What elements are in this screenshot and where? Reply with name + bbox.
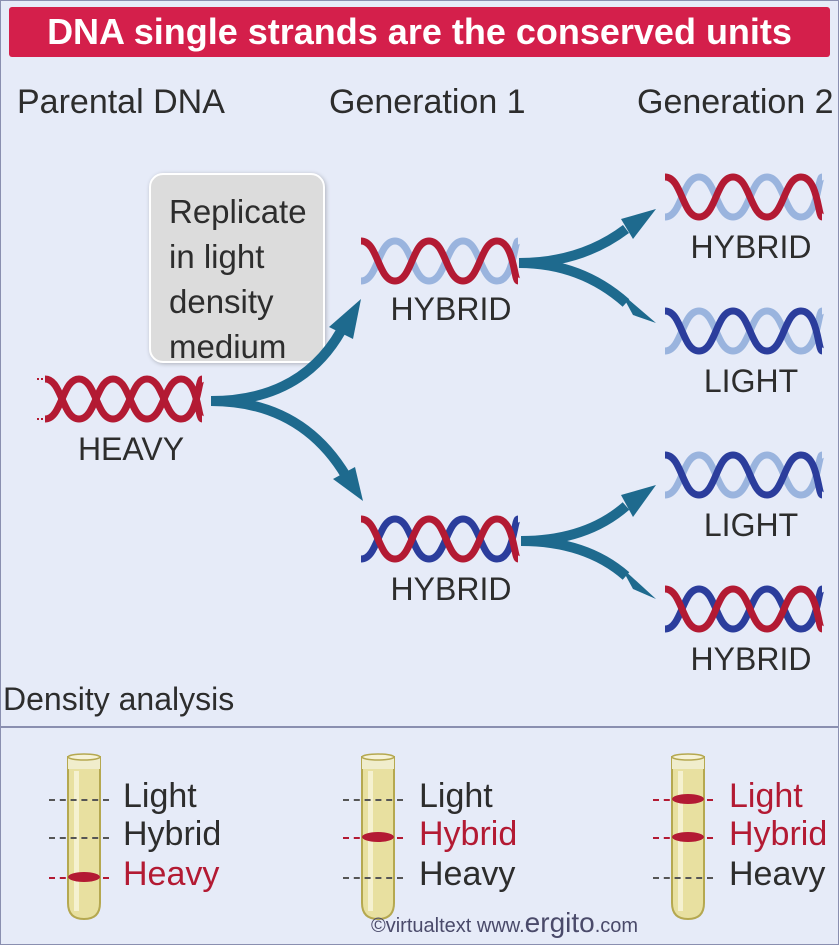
tube3-label-heavy: Heavy <box>729 855 826 893</box>
tube1-light-line <box>49 799 109 801</box>
arrowhead-gen2-2 <box>621 293 656 323</box>
helix-gen1-top <box>360 237 522 285</box>
tube2-hybrid-band <box>362 832 394 842</box>
tube2-label-hybrid: Hybrid <box>419 815 518 853</box>
tube1-label-hybrid: Hybrid <box>123 815 222 853</box>
tube3-hybrid-band <box>672 832 704 842</box>
tube2-label-heavy: Heavy <box>419 855 516 893</box>
callout-line-4: medium <box>169 328 287 365</box>
section-divider <box>1 726 838 728</box>
tube3-label-light: Light <box>729 777 803 815</box>
arrow-to-gen2-2 <box>518 258 630 307</box>
footer-brand: ergito <box>524 907 595 938</box>
tube3-label-hybrid: Hybrid <box>729 815 828 853</box>
callout-line-3: density <box>169 283 274 320</box>
replication-arrows <box>210 209 656 599</box>
footer-prefix: ©virtualtext www. <box>371 915 525 937</box>
helix-gen2-3 <box>664 451 826 499</box>
generation-1-header: Generation 1 <box>329 83 526 121</box>
tube1-label-heavy: Heavy <box>123 855 220 893</box>
tube1-heavy-band <box>68 872 100 882</box>
molecule-label-parental: HEAVY <box>77 431 185 467</box>
arrowhead-gen2-3 <box>621 485 656 517</box>
copyright-footer: ©virtualtext www.ergito.com <box>371 907 638 939</box>
callout-line-1: Replicate <box>169 193 307 230</box>
helix-gen2-1 <box>664 173 826 221</box>
arrowhead-gen2-1 <box>621 209 656 239</box>
arrowhead-gen1-bottom <box>333 467 363 501</box>
footer-suffix: .com <box>594 915 639 937</box>
molecule-label-gen1-top: HYBRID <box>390 291 512 327</box>
helix-gen2-4 <box>664 585 826 633</box>
arrowhead-gen2-4 <box>621 567 656 599</box>
helix-gen2-2 <box>664 307 826 355</box>
molecule-label-gen1-bottom: HYBRID <box>390 571 512 607</box>
helix-parental <box>37 375 206 423</box>
helix-gen1-bottom <box>360 515 522 563</box>
molecule-label-gen2-1: HYBRID <box>690 229 812 265</box>
tube2-light-line <box>343 799 403 801</box>
generation-2-header: Generation 2 <box>637 83 834 121</box>
tube3-heavy-line <box>653 877 713 879</box>
molecule-label-gen2-2: LIGHT <box>703 363 799 399</box>
tube3-light-band <box>672 794 704 804</box>
tube2-label-light: Light <box>419 777 493 815</box>
title-text: DNA single strands are the conserved uni… <box>47 11 792 52</box>
molecule-label-gen2-3: LIGHT <box>703 507 799 543</box>
molecule-label-gen2-4: HYBRID <box>690 641 812 677</box>
arrow-to-gen2-4 <box>520 536 630 580</box>
arrow-to-gen1-bottom <box>210 396 351 479</box>
arrow-to-gen1-top <box>210 328 346 406</box>
title-banner: DNA single strands are the conserved uni… <box>9 7 830 57</box>
callout-line-2: in light <box>169 238 265 275</box>
tube1-label-light: Light <box>123 777 197 815</box>
arrow-to-gen2-1 <box>518 224 630 268</box>
tube1-hybrid-line <box>49 837 109 839</box>
tube2-heavy-line <box>343 877 403 879</box>
arrow-to-gen2-3 <box>520 502 630 546</box>
replication-callout: Replicate in light density medium <box>149 173 325 365</box>
arrowhead-gen1-top <box>329 299 361 339</box>
parental-dna-header: Parental DNA <box>17 83 225 121</box>
density-analysis-title: Density analysis <box>3 681 235 717</box>
